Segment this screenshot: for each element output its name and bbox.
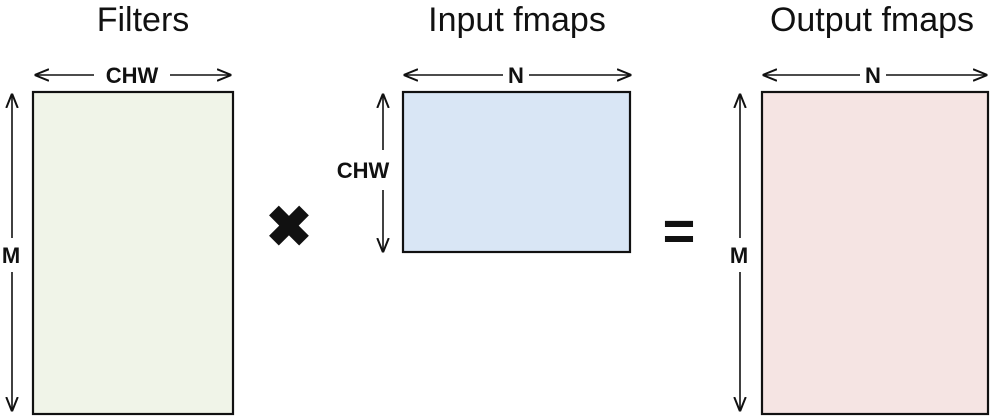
filters-group: Filters CHW M [2,1,235,416]
output-fmaps-matrix [760,90,990,416]
output-fmaps-group: Output fmaps N M [730,1,990,416]
input-height-label: CHW [337,158,390,183]
equals-operator: = [663,199,696,262]
input-fmaps-title: Input fmaps [428,1,606,39]
multiply-operator: ✖ [266,195,313,258]
filters-height-label: M [2,243,20,268]
input-fmaps-group: Input fmaps N CHW [337,1,632,254]
output-height-label: M [730,243,748,268]
filters-title: Filters [97,1,190,39]
filters-matrix [31,90,235,416]
output-width-label: N [865,63,881,88]
filters-width-label: CHW [106,63,159,88]
output-fmaps-title: Output fmaps [770,1,974,39]
input-width-label: N [508,63,524,88]
input-fmaps-matrix [401,90,632,254]
